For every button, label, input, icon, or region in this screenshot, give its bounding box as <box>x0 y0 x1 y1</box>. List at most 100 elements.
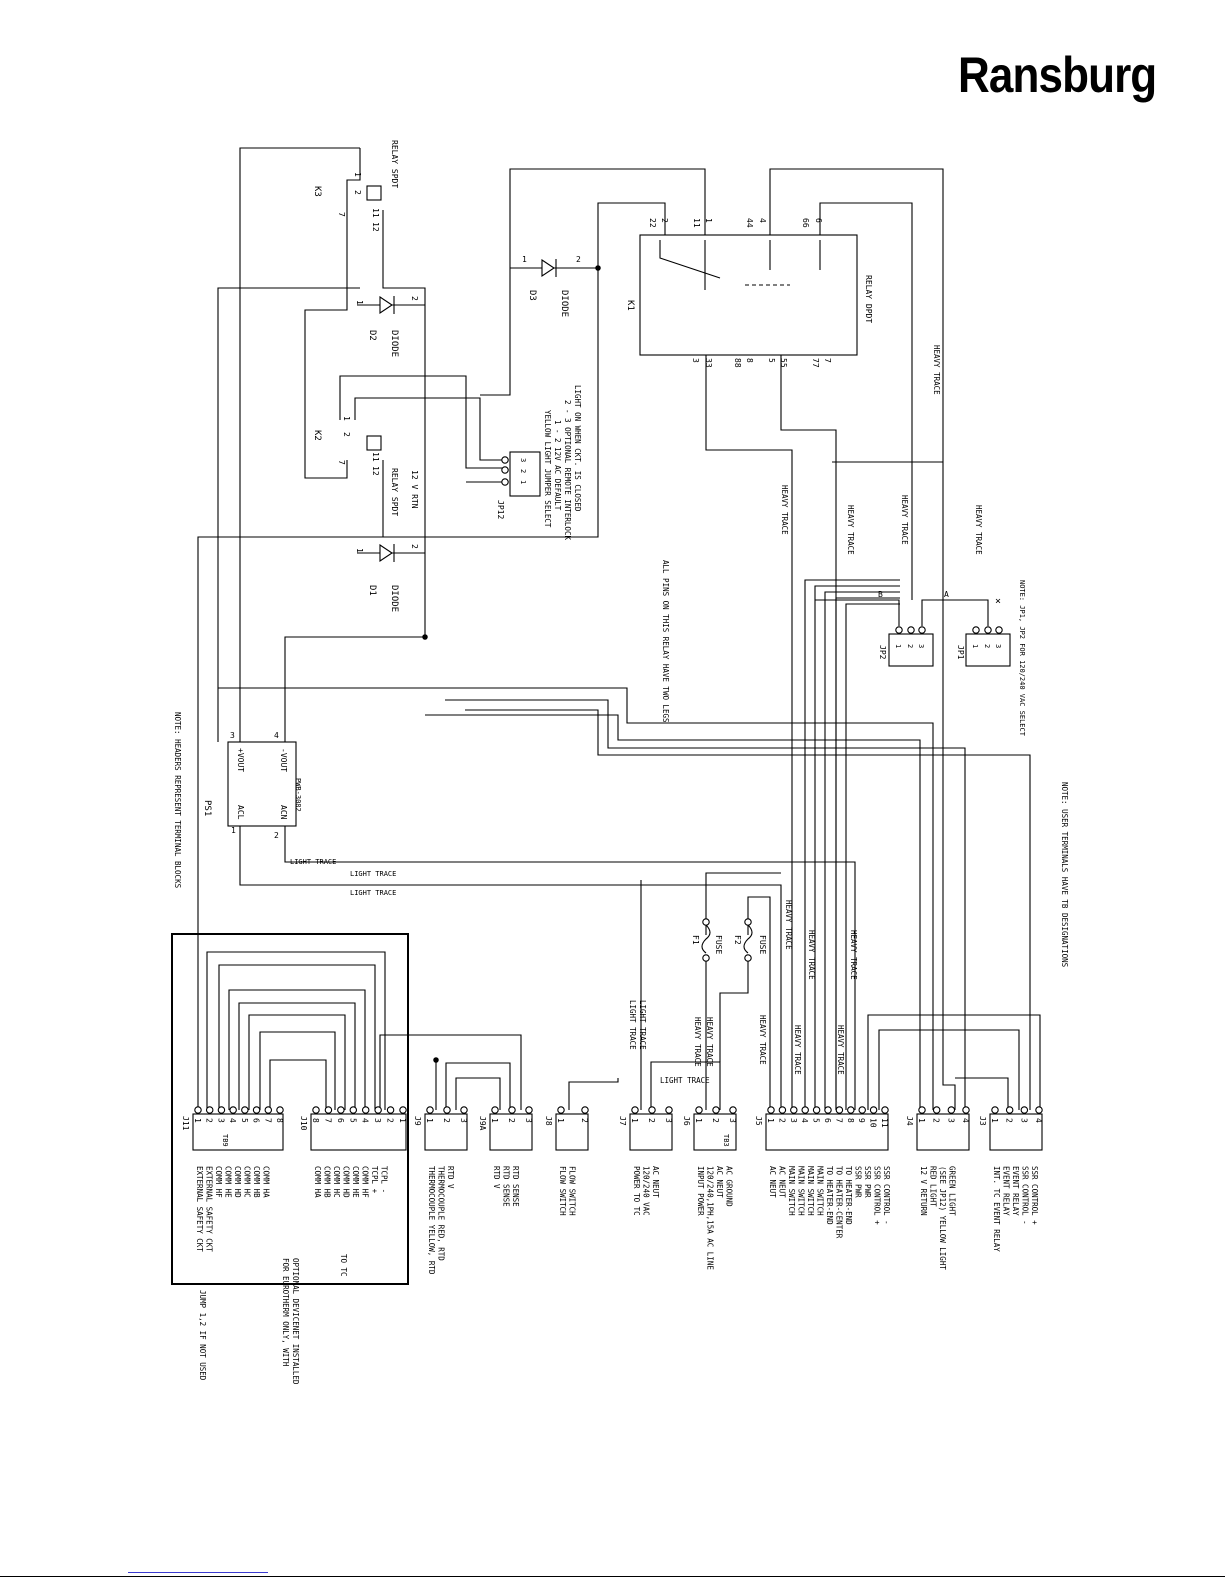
d2-label: D2 <box>367 330 377 341</box>
pin-number: 2 <box>647 1118 656 1123</box>
connector-label: RTD SENSE <box>502 1166 511 1207</box>
v-rtn-label: 12 V RTN <box>410 470 419 509</box>
label: 12 <box>371 466 380 476</box>
connector-label: TCPL + <box>370 1166 379 1194</box>
pin-number: 2 <box>442 1118 451 1123</box>
label: 1 <box>355 300 364 305</box>
pin-circle <box>907 626 915 634</box>
label: 66 <box>801 218 810 228</box>
pin-number: 4 <box>361 1118 370 1123</box>
pin-number: 2 <box>711 1118 720 1123</box>
pin-circle <box>847 1106 855 1114</box>
footer-link-underline[interactable] <box>128 1572 268 1573</box>
pin-number: 3 <box>459 1118 468 1123</box>
pin-circle <box>460 1106 468 1114</box>
pin-number: 5 <box>812 1118 821 1123</box>
connector-label: TO HEATER-END <box>825 1166 834 1225</box>
pin-number: 2 <box>507 1118 516 1123</box>
connector-label: AC NEUT <box>768 1166 777 1198</box>
connector-label: MAIN SWITCH <box>806 1166 815 1216</box>
connector-label: COMM HF <box>361 1166 370 1198</box>
jp-a-wire <box>921 599 989 626</box>
connector-j11 <box>192 1113 284 1151</box>
connector-label: COMM HB <box>323 1166 332 1198</box>
d3-label: D3 <box>527 290 537 301</box>
label: 2 <box>660 218 669 223</box>
connector-j4 <box>916 1113 970 1151</box>
pin-number: 3 <box>664 1118 673 1123</box>
user-terminals-note: NOTE: USER TERMINALS HAVE TB DESIGNATION… <box>1060 782 1069 968</box>
pin-circle <box>386 1106 395 1114</box>
k1-label: K1 <box>625 300 635 311</box>
connector-label: 120/240,1PH,15A AC LINE <box>706 1166 715 1270</box>
j9-j9a-wire <box>445 1062 511 1110</box>
pin-number: 3 <box>789 1118 798 1123</box>
pin-number: 9 <box>857 1118 866 1123</box>
pin-circle <box>229 1106 237 1114</box>
ssr-control-wire-2 <box>878 1029 1020 1110</box>
connector-id: J9A <box>478 1116 487 1131</box>
pin-number: 8 <box>275 1118 284 1123</box>
label: 3 <box>519 458 527 462</box>
pin-number: 8 <box>846 1118 855 1123</box>
label: 2 <box>410 544 419 549</box>
ps1-vout-pos-wire <box>239 147 360 742</box>
heavy-trace-label: HEAVY TRACE <box>780 485 789 535</box>
pin-circle <box>581 1106 589 1114</box>
connector-label: RTD SENSE <box>511 1166 520 1207</box>
connector-id: J6 <box>682 1116 691 1126</box>
headers-note: NOTE: HEADERS REPRESENT TERMINAL BLOCKS <box>173 712 182 889</box>
event-relay-wire <box>955 1077 1009 1110</box>
pin-number: 1 <box>398 1118 407 1123</box>
jp12-note: LIGHT ON WHEN CKT. IS CLOSED <box>573 385 582 512</box>
ps1-acn: ACN <box>279 805 288 820</box>
connector-label: EVENT RELAY <box>1002 1166 1011 1216</box>
label: 77 <box>811 358 820 368</box>
pin-circle <box>217 1106 226 1114</box>
pin-number: 3 <box>1019 1118 1028 1123</box>
connector-label: COMM HD <box>342 1166 351 1198</box>
connector-label: TO HEATER-CENTER <box>835 1166 844 1239</box>
pin-number: 2 <box>580 1118 589 1123</box>
label: 11 <box>371 208 380 218</box>
ps1-part: PWB-3082 <box>294 778 302 812</box>
connector-label: (SEE JP12) YELLOW LIGHT <box>938 1166 947 1270</box>
label: 11 <box>692 218 701 228</box>
connector-j6 <box>693 1113 737 1151</box>
label: 2 <box>576 255 581 264</box>
pin-number: 1 <box>425 1118 434 1123</box>
k2-contact <box>366 435 382 451</box>
pin-number: 1 <box>630 1118 639 1123</box>
connector-label: TCPL - <box>380 1166 389 1193</box>
safety-ckt-wire <box>197 536 440 1110</box>
connector-j8 <box>555 1113 589 1151</box>
d2-symbol <box>379 295 393 315</box>
pin-number: 1 <box>766 1118 775 1123</box>
jp12-label: JP12 <box>496 500 505 519</box>
label: A <box>944 590 949 599</box>
label: 1 <box>355 548 364 553</box>
connector-label: SSR PWR <box>863 1166 872 1198</box>
connector-label: COMM HD <box>233 1166 242 1198</box>
label: 2 <box>353 190 362 195</box>
label: 2 <box>983 644 991 648</box>
label: HEAVY TRACE <box>758 1015 767 1065</box>
d2-type: DIODE <box>389 330 399 357</box>
pin-circle <box>399 1106 407 1114</box>
pin-number: 1 <box>556 1118 565 1123</box>
pin-circle <box>881 1106 889 1114</box>
jp12-note: 1 - 2 12V AC DEFAULT <box>553 420 562 511</box>
pin-circle <box>508 1106 516 1114</box>
ps1-vout-neg: -VOUT <box>279 748 288 772</box>
pin-circle <box>932 1106 941 1114</box>
bus-j3 <box>465 709 1031 1110</box>
jp2-b-wire <box>815 599 900 626</box>
pin-circle <box>205 1106 214 1114</box>
k1-relay-body <box>639 234 858 356</box>
label: 1 <box>231 826 236 835</box>
pin-number: 5 <box>348 1118 357 1123</box>
pin-circle <box>995 626 1003 634</box>
pin-number: 10 <box>869 1118 878 1128</box>
k3-contact <box>366 185 382 201</box>
